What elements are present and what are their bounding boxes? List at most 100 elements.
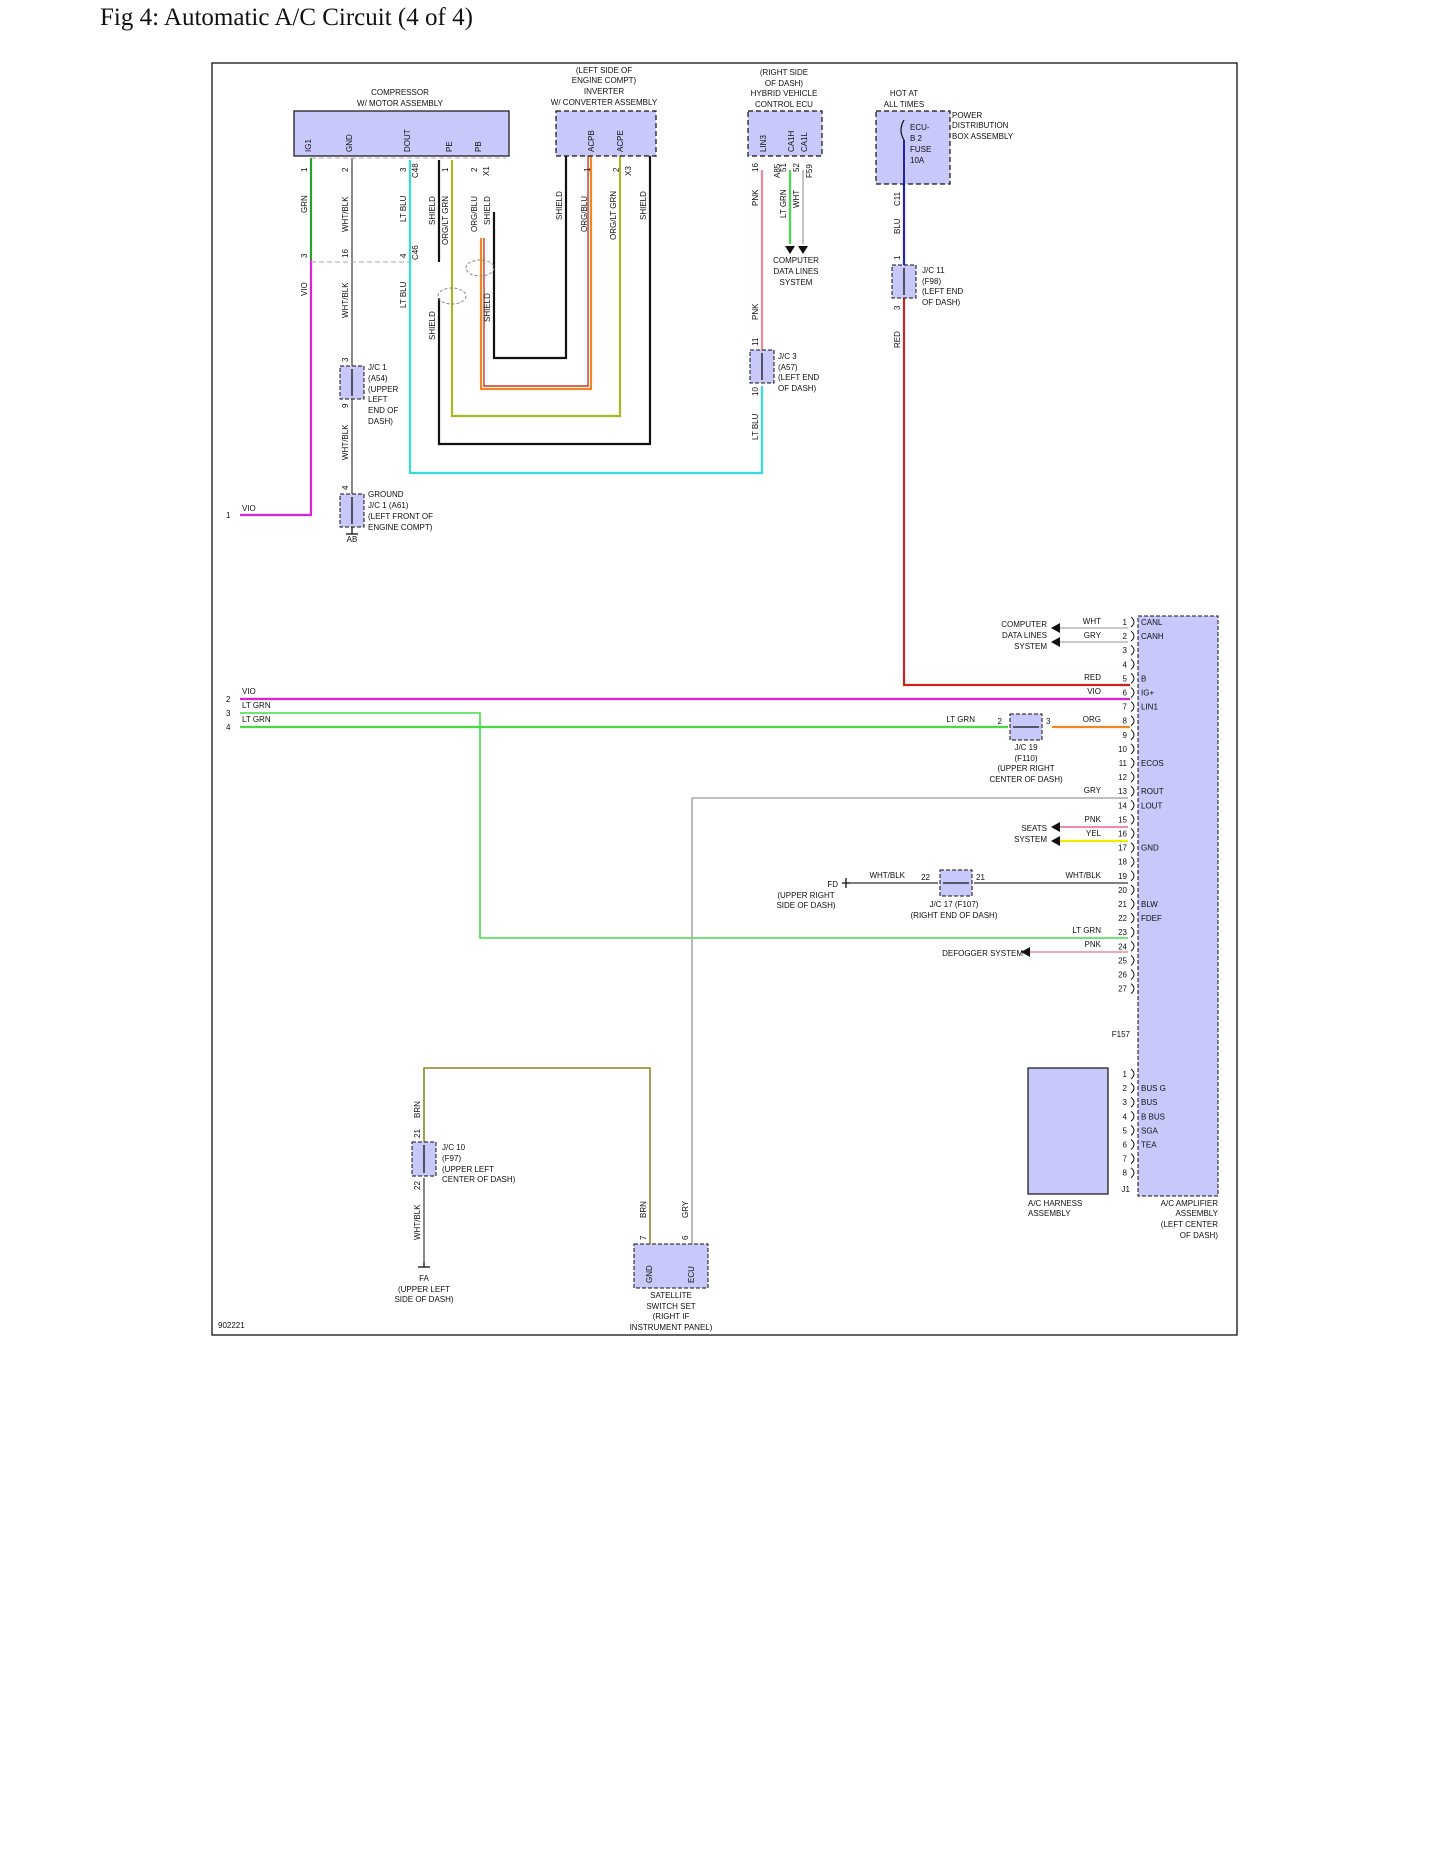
amp-top-pin-name: CANH <box>1141 632 1164 641</box>
pn-ig1-1: 1 <box>300 167 309 172</box>
ground-jc1-l3: (LEFT FRONT OF <box>368 512 433 521</box>
wl-h-lt-grn-1: LT GRN <box>242 701 271 710</box>
component-labels: J/C 11 (F98) (LEFT END OF DASH) J/C 1 (A… <box>347 256 1219 1332</box>
wl-shield-3: SHIELD <box>483 196 492 225</box>
amp-top-pin-contact <box>1130 814 1135 825</box>
compressor-pins: IG1 GND DOUT PE PB <box>304 129 483 152</box>
shield-loop-2 <box>437 155 652 446</box>
wl-lt-blu-1: LT BLU <box>399 195 408 222</box>
wl-lt-grn-v: LT GRN <box>779 189 788 218</box>
shield-loop-1 <box>492 155 568 360</box>
amp-top-pin-contact <box>1130 658 1135 670</box>
pn-jc17-22: 22 <box>921 873 930 882</box>
jc19-l3: (UPPER RIGHT <box>997 764 1054 773</box>
wl-h-wht: WHT <box>1083 617 1101 626</box>
amp-bottom-pin-contact <box>1130 1082 1135 1094</box>
jc1-a54-l6: DASH) <box>368 417 393 426</box>
pdb-label-1: POWER <box>952 111 982 120</box>
wl-org-blu-1: ORG/BLU <box>470 196 479 232</box>
amp-top-pin-contact <box>1130 884 1135 896</box>
wire-labels-vertical: GRN VIO WHT/BLK WHT/BLK WHT/BLK LT BLU L… <box>300 189 902 1240</box>
pn-jc3-11: 11 <box>751 337 760 346</box>
amp-top-pin-contact <box>1130 969 1135 980</box>
inverter-label-3: INVERTER <box>584 87 625 96</box>
fuse-text-1: ECU- <box>910 123 930 132</box>
ground-ab-label: AB <box>347 535 358 544</box>
pn-acpb-1: 1 <box>583 167 592 172</box>
cid-x3: X3 <box>624 166 633 176</box>
amp-top-pin-number: 11 <box>1119 759 1128 768</box>
pdb-label-3: BOX ASSEMBLY <box>952 132 1014 141</box>
jc3-l4: OF DASH) <box>778 384 817 393</box>
pin-lin3: LIN3 <box>759 135 768 152</box>
amp-top-pin-name: B <box>1141 674 1146 683</box>
amp-connector-top: F157 <box>1112 1030 1131 1039</box>
amp-bottom-pin-name: B BUS <box>1141 1112 1165 1121</box>
amp-top-pin-number: 27 <box>1118 985 1127 994</box>
amp-top-pin-number: 1 <box>1123 618 1128 627</box>
amp-top-pin-number: 26 <box>1118 971 1127 980</box>
amp-top-pin-name: LOUT <box>1141 801 1162 810</box>
fa-l2: (UPPER LEFT <box>398 1285 450 1294</box>
fuse-text-3: FUSE <box>910 145 931 154</box>
compressor-label-2: W/ MOTOR ASSEMBLY <box>357 99 444 108</box>
amp-bottom-pin-number: 7 <box>1123 1155 1128 1164</box>
amp-top-pin-number: 12 <box>1118 773 1127 782</box>
shield-junction-2 <box>437 287 467 305</box>
amp-top-pin-number: 17 <box>1118 844 1127 853</box>
pn-ca1l-52: 52 <box>792 163 801 172</box>
pn-jc17-21: 21 <box>976 873 985 882</box>
wl-shield-4: SHIELD <box>483 293 492 322</box>
wl-wht: WHT <box>792 190 801 208</box>
amp-top-pin-name: BLW <box>1141 900 1158 909</box>
amp-bottom-pin-number: 1 <box>1123 1070 1128 1079</box>
pn-jc3-10: 10 <box>751 387 760 396</box>
amp-top-pin-name: GND <box>1141 844 1159 853</box>
left-terminals: 1 2 3 4 <box>226 511 231 732</box>
amp-bottom-pin-name: TEA <box>1141 1141 1157 1150</box>
pin-pb: PB <box>474 141 483 152</box>
fuse-text-2: B 2 <box>910 134 923 143</box>
wl-pnk-1: PNK <box>751 189 760 206</box>
inverter-label-2: ENGINE COMPT) <box>572 76 637 85</box>
wl-h-pnk-2: PNK <box>1085 940 1102 949</box>
pn-ca1h-51: 51 <box>779 163 788 172</box>
wl-h-vio-1: VIO <box>242 504 256 513</box>
wl-wht-blk-4: WHT/BLK <box>413 1204 422 1240</box>
amp-top-pin-name: LIN1 <box>1141 703 1158 712</box>
sat-l1: SATELLITE <box>650 1291 692 1300</box>
wl-vio: VIO <box>300 282 309 296</box>
fd-label: FD <box>827 880 838 889</box>
amp-top-pin-name: ECOS <box>1141 759 1164 768</box>
wl-shield-6: SHIELD <box>639 191 648 220</box>
jc17-l2: (RIGHT END OF DASH) <box>911 911 998 920</box>
amp-top-pin-contact <box>1130 828 1135 839</box>
jc1-a54-l2: (A54) <box>368 374 388 383</box>
amp-top-pin-contact <box>1130 940 1135 952</box>
jc3-l3: (LEFT END <box>778 373 819 382</box>
seats-l2: SYSTEM <box>1014 835 1047 844</box>
fa-label: FA <box>419 1274 429 1283</box>
wl-h-wht-blk-1: WHT/BLK <box>869 871 905 880</box>
amp-top-pin-number: 23 <box>1118 928 1127 937</box>
jc10-l2: (F97) <box>442 1154 461 1163</box>
amp-bottom-pin-contact <box>1130 1139 1135 1150</box>
amp-top-pin-number: 5 <box>1123 674 1128 683</box>
term-4: 4 <box>226 723 231 732</box>
amp-top-pin-number: 18 <box>1118 858 1127 867</box>
amp-top-pin-number: 10 <box>1118 745 1127 754</box>
wl-wht-blk-2: WHT/BLK <box>341 282 350 318</box>
sat-l4: INSTRUMENT PANEL) <box>630 1323 713 1332</box>
wl-h-gry-2: GRY <box>1084 786 1102 795</box>
wl-h-wht-blk-2: WHT/BLK <box>1065 871 1101 880</box>
arrow-ca1h <box>785 246 795 254</box>
vio-wire-1 <box>240 260 313 517</box>
power-distribution-box-rect <box>875 110 951 185</box>
pn-vio-3: 3 <box>300 253 309 258</box>
amp-bottom-pin-number: 5 <box>1123 1126 1128 1135</box>
amp-top-pin-contact <box>1130 644 1135 656</box>
wl-blu: BLU <box>893 218 902 234</box>
hv-ecu-label-1: (RIGHT SIDE <box>760 68 808 77</box>
